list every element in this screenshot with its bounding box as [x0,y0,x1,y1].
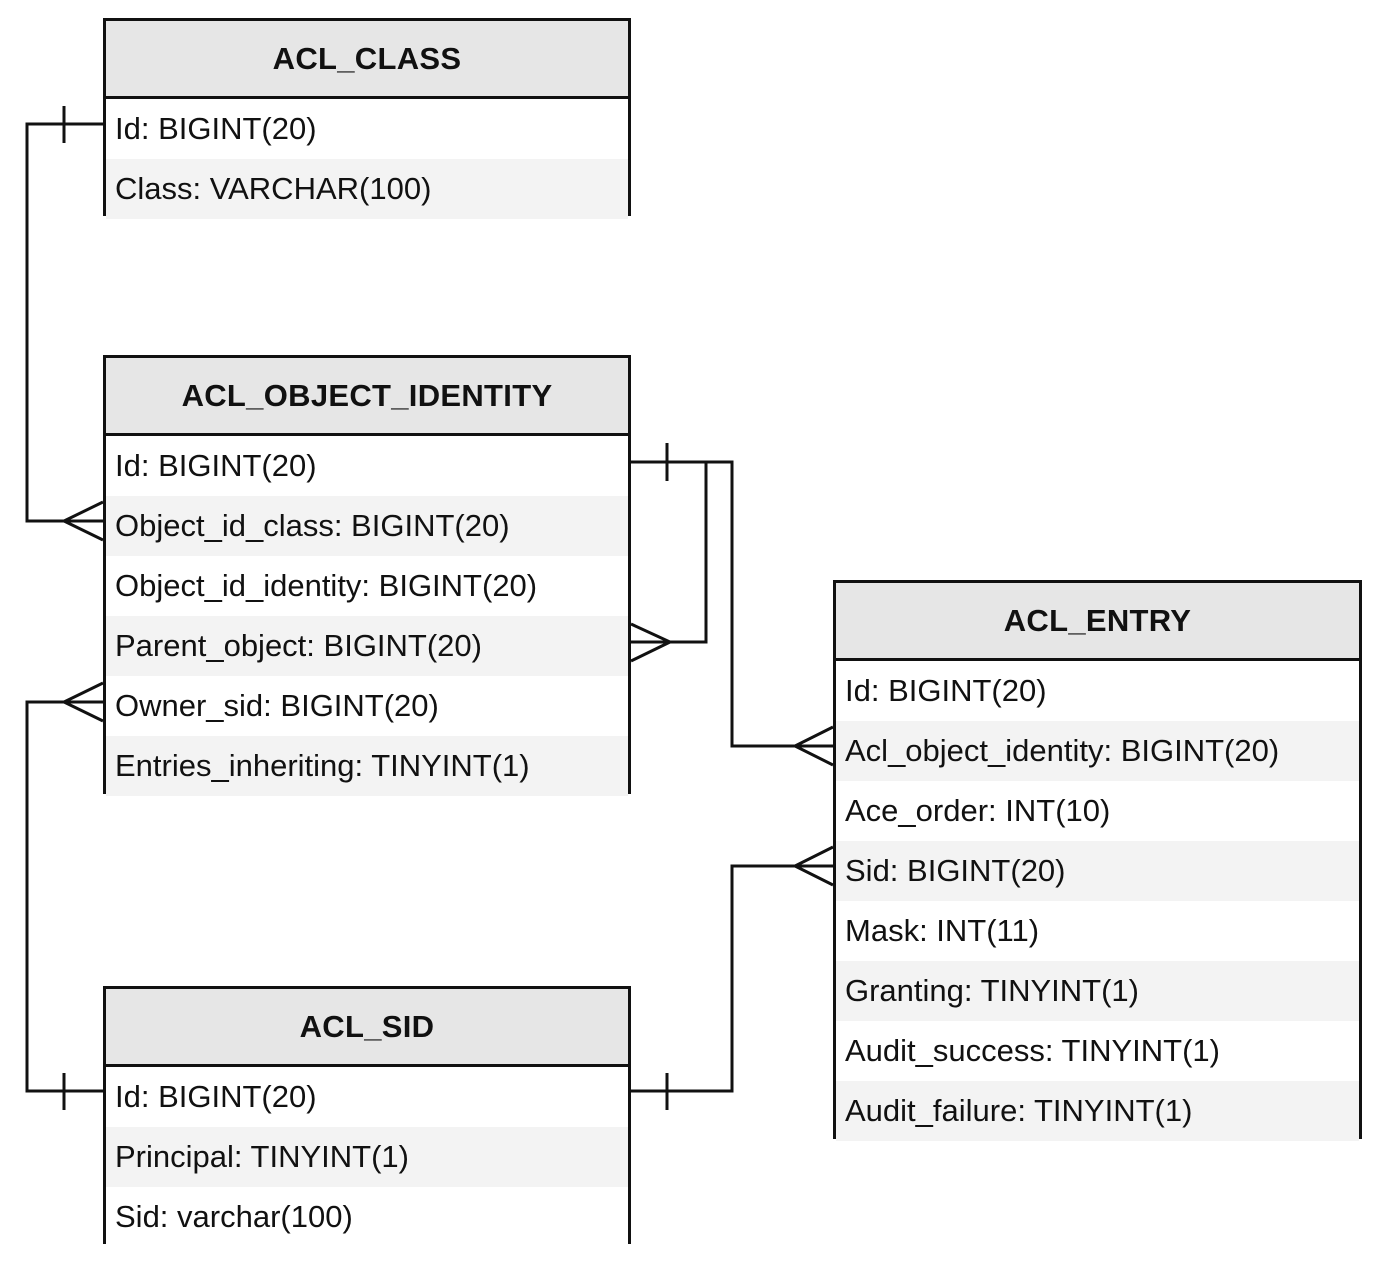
many-marker [60,681,104,723]
relation-sid-to-entry [631,845,834,1110]
field-id: Id: BIGINT(20) [106,99,628,159]
relation-sid-to-object-identity [25,681,104,1110]
field-ace-order: Ace_order: INT(10) [836,781,1359,841]
field-sid: Sid: BIGINT(20) [836,841,1359,901]
field-audit-failure: Audit_failure: TINYINT(1) [836,1081,1359,1141]
entity-acl-sid: ACL_SID Id: BIGINT(20) Principal: TINYIN… [103,986,631,1247]
field-object-id-identity: Object_id_identity: BIGINT(20) [106,556,628,616]
entity-title: ACL_SID [106,989,628,1067]
many-marker [791,725,834,767]
field-id: Id: BIGINT(20) [106,436,628,496]
field-class: Class: VARCHAR(100) [106,159,628,219]
field-granting: Granting: TINYINT(1) [836,961,1359,1021]
field-owner-sid: Owner_sid: BIGINT(20) [106,676,628,736]
field-id: Id: BIGINT(20) [836,661,1359,721]
many-marker [791,845,834,887]
entity-acl-object-identity: ACL_OBJECT_IDENTITY Id: BIGINT(20) Objec… [103,355,631,796]
entity-acl-entry: ACL_ENTRY Id: BIGINT(20) Acl_object_iden… [833,580,1362,1141]
entity-acl-class: ACL_CLASS Id: BIGINT(20) Class: VARCHAR(… [103,18,631,219]
field-mask: Mask: INT(11) [836,901,1359,961]
field-parent-object: Parent_object: BIGINT(20) [106,616,628,676]
field-id: Id: BIGINT(20) [106,1067,628,1127]
field-sid: Sid: varchar(100) [106,1187,628,1247]
entity-title: ACL_OBJECT_IDENTITY [106,358,628,436]
field-entries-inheriting: Entries_inheriting: TINYINT(1) [106,736,628,796]
many-marker [60,500,104,542]
field-object-id-class: Object_id_class: BIGINT(20) [106,496,628,556]
field-principal: Principal: TINYINT(1) [106,1127,628,1187]
relation-object-identity-to-entry [706,460,834,767]
field-audit-success: Audit_success: TINYINT(1) [836,1021,1359,1081]
many-marker [630,622,674,663]
entity-title: ACL_CLASS [106,21,628,99]
relation-class-to-object-identity [25,106,104,542]
field-acl-object-identity: Acl_object_identity: BIGINT(20) [836,721,1359,781]
relation-object-identity-parent [630,443,708,663]
entity-title: ACL_ENTRY [836,583,1359,661]
